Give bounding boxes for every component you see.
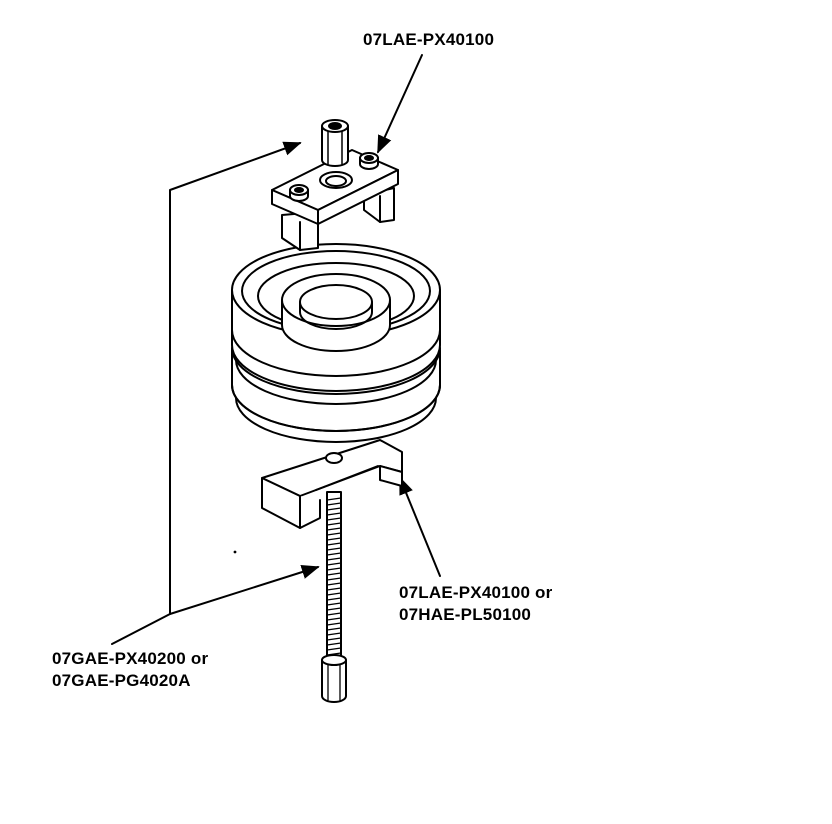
rod-thread-line (326, 567, 342, 571)
rod-threads (326, 497, 342, 656)
upper-puller-bracket (271, 149, 399, 251)
bracket-leader (111, 141, 302, 645)
rod-end-nut (321, 659, 347, 703)
rod-thread-line (326, 622, 342, 626)
rod-thread-line (326, 552, 342, 556)
upper-bracket-bolt-left (289, 184, 309, 202)
top-fitting (321, 119, 349, 167)
tool-label-upper-line: 07LAE-PX40100 (363, 30, 495, 49)
rod-thread-line (326, 527, 342, 531)
tool-label-rod-line2: 07GAE-PG4020A (52, 671, 191, 690)
rod-thread-line (326, 592, 342, 596)
right-leader (399, 476, 441, 577)
threaded-rod (321, 491, 347, 703)
rod-thread-line (326, 512, 342, 516)
pulley (231, 243, 441, 443)
tool-label-threaded-rod: 07GAE-PX40200 or 07GAE-PG4020A (52, 648, 208, 692)
leader-lines (111, 54, 441, 645)
rod-thread-line (326, 587, 342, 591)
tool-label-upper-bracket: 07LAE-PX40100 (363, 29, 494, 51)
rod-thread-line (326, 602, 342, 606)
rod-thread-line (326, 537, 342, 541)
tool-label-lower-bracket: 07LAE-PX40100 or 07HAE-PL50100 (399, 582, 552, 626)
rod-thread-line (326, 617, 342, 621)
rod-thread-line (326, 517, 342, 521)
tool-label-lower-line1: 07LAE-PX40100 or (399, 583, 553, 602)
top-leader (377, 54, 423, 154)
tool-label-rod-line1: 07GAE-PX40200 or (52, 649, 209, 668)
speck (233, 550, 237, 554)
rod-thread-line (326, 577, 342, 581)
tool-label-lower-line2: 07HAE-PL50100 (399, 605, 532, 624)
lower-bracket (261, 439, 403, 529)
upper-bracket-bolt-right (359, 152, 379, 170)
rod-thread-line (326, 597, 342, 601)
rod-thread-line (326, 627, 342, 631)
rod-thread-line (326, 637, 342, 641)
rod-thread-line (326, 497, 342, 501)
rod-thread-line (326, 582, 342, 586)
rod-thread-line (326, 507, 342, 511)
rod-thread-line (326, 642, 342, 646)
rod-thread-line (326, 522, 342, 526)
rod-thread-line (326, 502, 342, 506)
rod-thread-line (326, 542, 342, 546)
rod-thread-line (326, 547, 342, 551)
rod-thread-line (326, 607, 342, 611)
rod-thread-line (326, 557, 342, 561)
rod-thread-line (326, 612, 342, 616)
rod-thread-line (326, 632, 342, 636)
rod-thread-line (326, 647, 342, 651)
rod-thread-line (326, 532, 342, 536)
rod-leader (169, 565, 320, 615)
rod-thread-line (326, 572, 342, 576)
rod-thread-line (326, 562, 342, 566)
